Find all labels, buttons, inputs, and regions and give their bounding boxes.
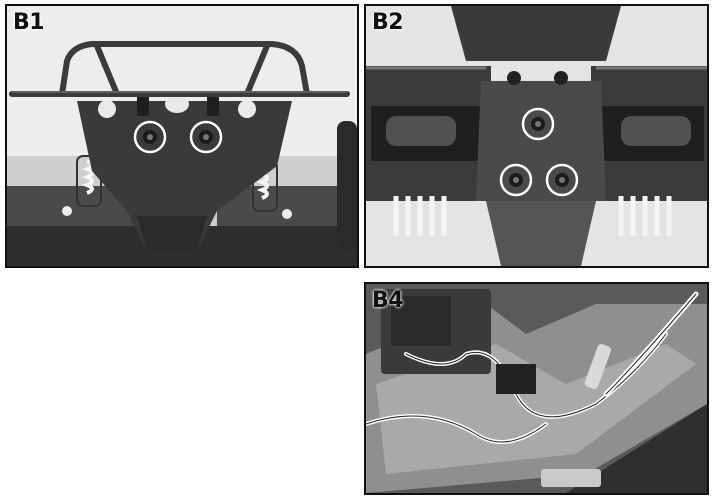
panel-b4-photo: B4 [364,282,709,495]
panel-b1-photo: B1 [5,4,359,268]
panel-label-b1: B1 [13,10,45,35]
panel-b2-photo: B2 [364,4,709,268]
photo-front-bumper [7,6,357,266]
panel-label-b4: B4 [372,288,404,313]
photo-wiring-compartment [366,284,707,493]
panel-label-b2: B2 [372,10,404,35]
photo-underside-plate [366,6,707,266]
